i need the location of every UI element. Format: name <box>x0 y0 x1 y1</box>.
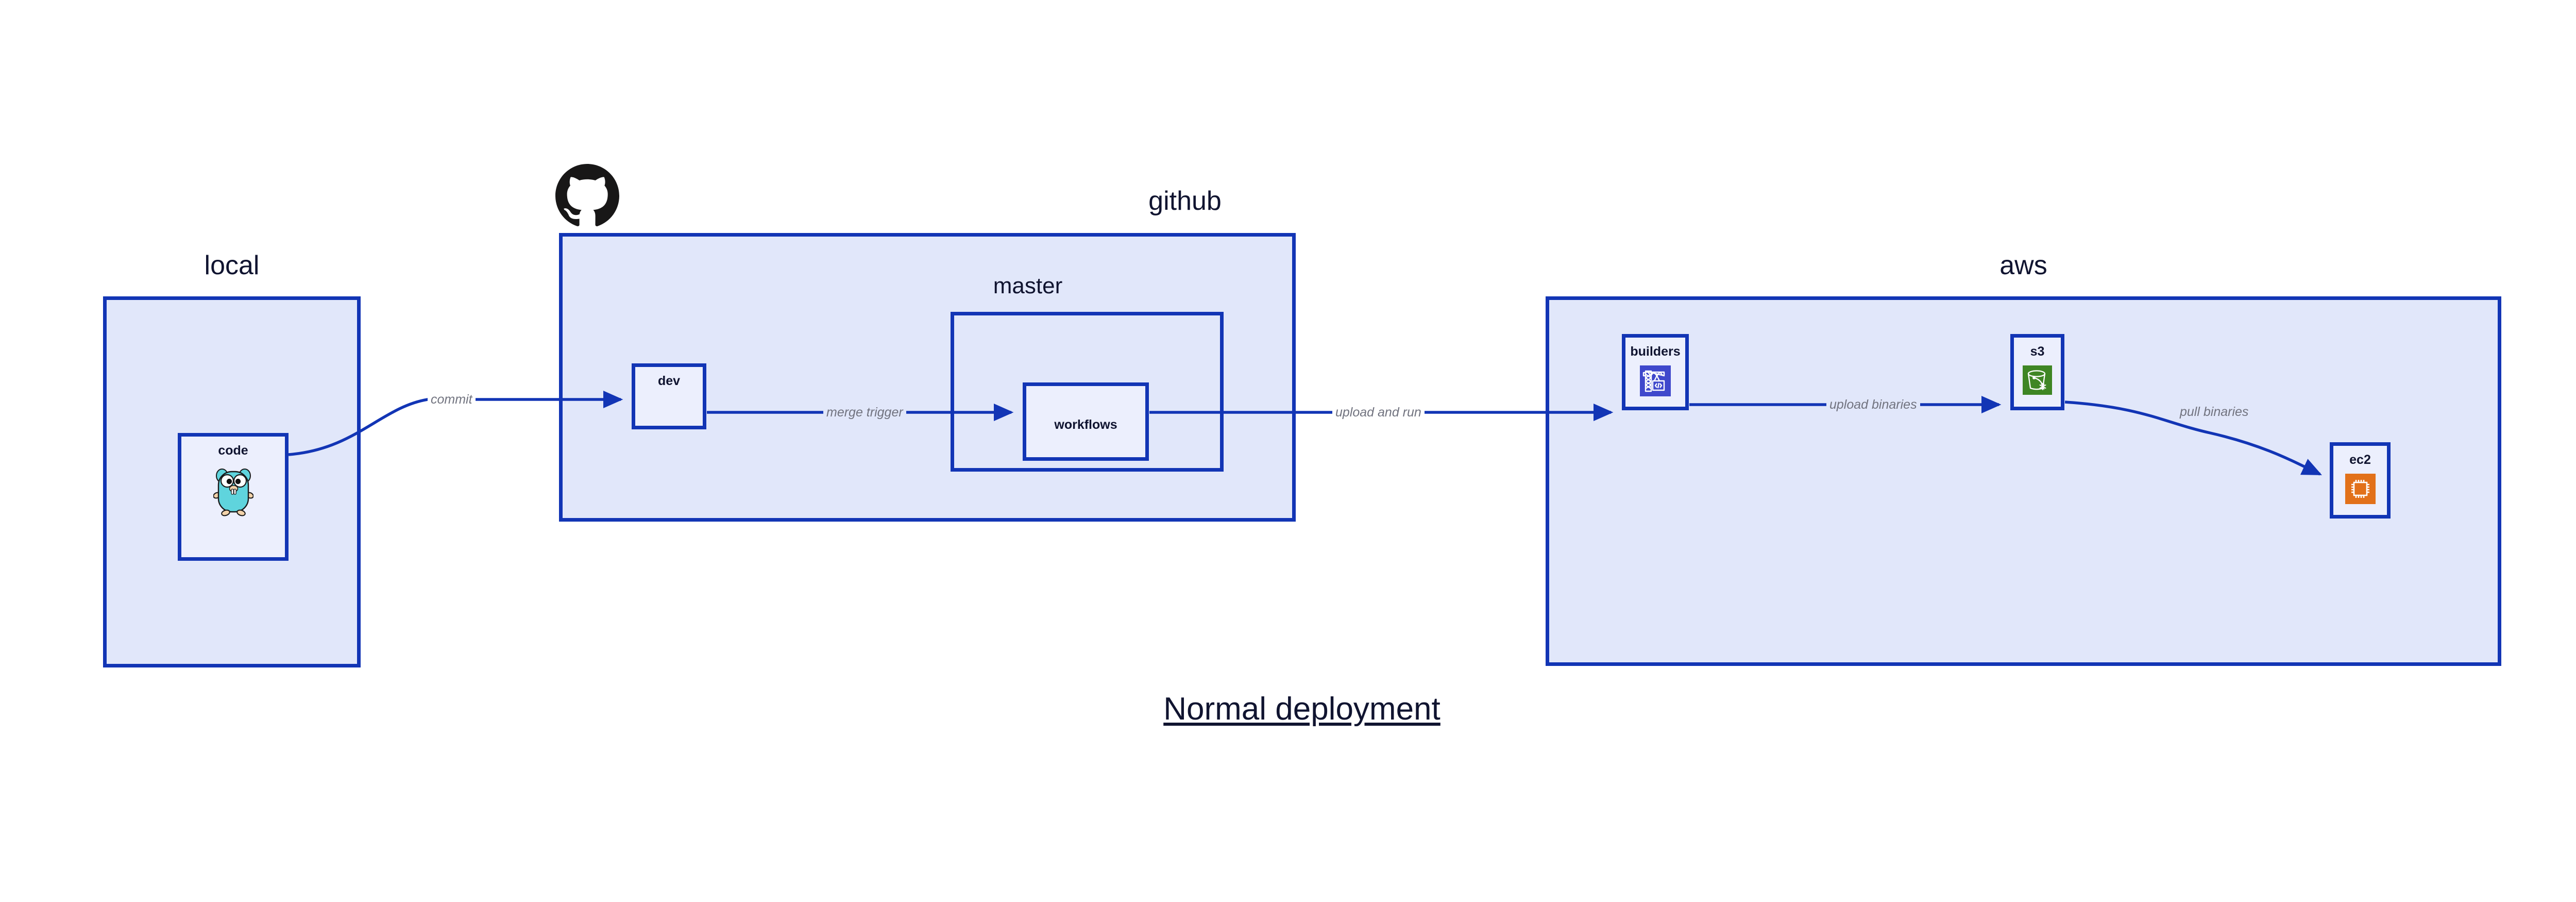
aws-s3-icon <box>2023 365 2052 397</box>
node-builders[interactable]: builders <box>1622 334 1689 410</box>
node-ec2[interactable]: ec2 <box>2330 442 2391 519</box>
node-workflows[interactable]: workflows <box>1023 382 1149 461</box>
node-s3[interactable]: s3 <box>2010 334 2064 410</box>
node-dev[interactable]: dev <box>632 363 706 429</box>
go-gopher-icon <box>212 464 254 521</box>
page-title: Normal deployment <box>1163 691 1440 727</box>
node-code-label: code <box>218 443 248 458</box>
edge-label-merge-trigger: merge trigger <box>823 405 906 420</box>
aws-ec2-icon <box>2345 473 2376 507</box>
edge-label-pull-binaries: pull binaries <box>2177 405 2252 420</box>
group-label-github: github <box>1148 186 1222 216</box>
edge-label-upload-and-run: upload and run <box>1332 405 1425 420</box>
node-dev-label: dev <box>657 374 681 388</box>
node-s3-label: s3 <box>2030 344 2045 359</box>
node-code[interactable]: code <box>178 433 289 561</box>
github-octocat-icon <box>555 164 619 230</box>
edge-label-commit: commit <box>428 392 476 407</box>
edge-label-upload-binaries: upload binaries <box>1826 397 1920 412</box>
node-builders-label: builders <box>1630 344 1681 359</box>
node-workflows-label: workflows <box>1054 417 1117 432</box>
group-label-aws: aws <box>1999 250 2047 280</box>
group-label-local: local <box>204 250 260 280</box>
node-ec2-label: ec2 <box>2349 453 2371 467</box>
aws-builders-icon <box>1640 365 1671 399</box>
group-label-master: master <box>993 273 1063 298</box>
